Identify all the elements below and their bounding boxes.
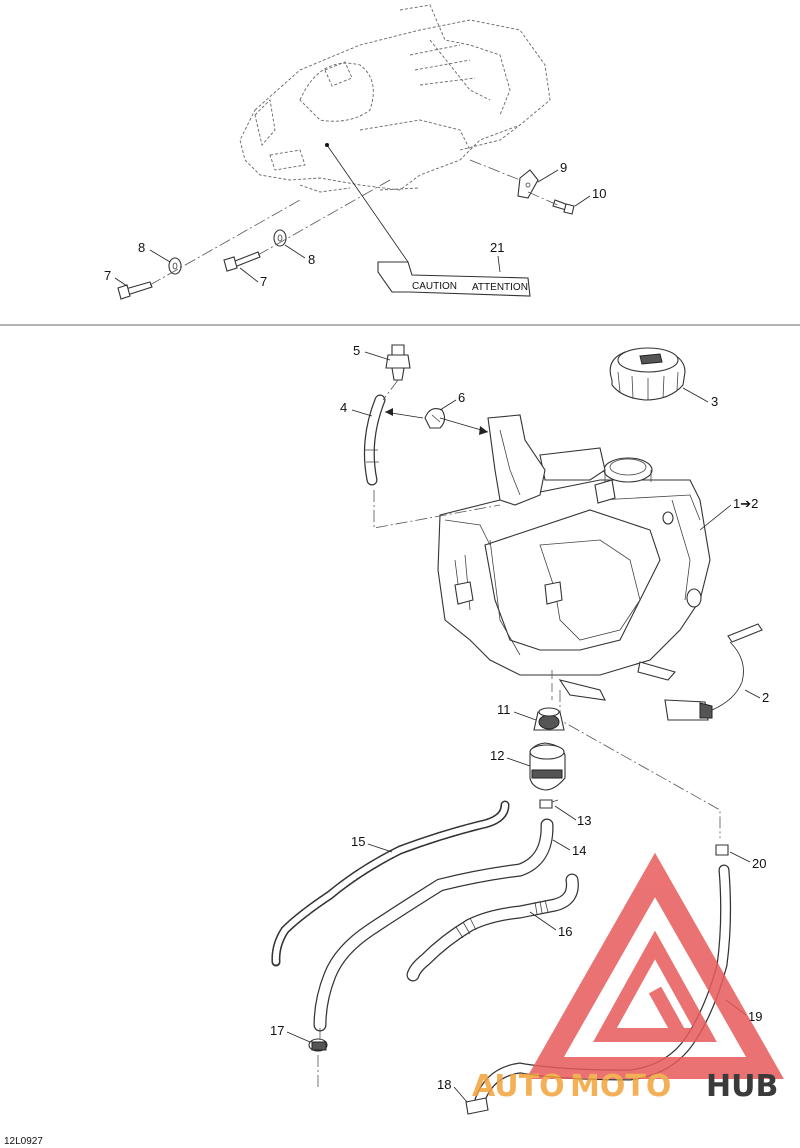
callout-9: 9: [560, 160, 567, 175]
clip-6: [424, 408, 446, 429]
callout-15: 15: [351, 834, 365, 849]
clamp-17: [308, 1038, 328, 1052]
leader-7-right: [239, 267, 259, 283]
axis-4-tank: [373, 490, 501, 529]
leader-5: [364, 351, 391, 361]
axis-line-right: [257, 179, 391, 256]
callout-20: 20: [752, 856, 766, 871]
axis-line-left: [149, 199, 301, 286]
decal-caution-text: CAUTION: [412, 281, 457, 292]
leader-16: [529, 911, 557, 931]
screw-10: [552, 199, 575, 215]
leader-12: [506, 757, 531, 767]
callout-16: 16: [558, 924, 572, 939]
callout-19: 19: [748, 1009, 762, 1024]
hose-4: [363, 394, 386, 486]
leader-14: [552, 839, 571, 851]
callout-5: 5: [353, 343, 360, 358]
leader-18: [453, 1086, 468, 1103]
fuel-cap-3: [609, 347, 686, 401]
arrow-6-tank-head: [479, 426, 488, 435]
clamp-20: [715, 844, 729, 856]
pump-12: [529, 742, 566, 791]
watermark-moto: MOTO: [570, 1069, 671, 1104]
callout-21: 21: [490, 240, 504, 255]
leader-15: [367, 843, 393, 853]
hose-15: [271, 800, 510, 967]
leader-13: [554, 805, 577, 821]
decal-attention-text: ATTENTION: [472, 282, 528, 293]
leader-3: [682, 387, 709, 403]
callout-1: 1➔2: [733, 496, 758, 511]
decal-position-dot: [325, 143, 329, 147]
arrow-6-head: [385, 408, 393, 416]
leader-8-left: [149, 249, 171, 263]
ghost-fuel-tank: [239, 4, 551, 193]
callout-7-left: 7: [104, 268, 111, 283]
callout-2: 2: [762, 690, 769, 705]
clamp-18: [465, 1097, 489, 1115]
hose-14: [313, 818, 554, 1032]
axis-tank-20: [559, 690, 721, 838]
leader-7-left: [114, 277, 128, 287]
bolt-7-right: [223, 251, 261, 272]
sender-2: [664, 623, 763, 721]
watermark-auto: AUTO: [472, 1069, 565, 1104]
decal-leader: [326, 144, 409, 263]
callout-8-left: 8: [138, 240, 145, 255]
callout-18: 18: [437, 1077, 451, 1092]
leader-20: [729, 851, 751, 863]
leader-10: [574, 195, 591, 207]
callout-13: 13: [577, 813, 591, 828]
leader-2: [744, 689, 761, 699]
leader-1: [699, 504, 732, 531]
leader-11: [513, 711, 537, 721]
axis-17: [317, 1028, 321, 1090]
callout-6: 6: [458, 390, 465, 405]
leader-17: [286, 1031, 311, 1043]
callout-8-right: 8: [308, 252, 315, 267]
callout-7-right: 7: [260, 274, 267, 289]
callout-4: 4: [340, 400, 347, 415]
fitting-11: [533, 707, 565, 731]
callout-12: 12: [490, 748, 504, 763]
leader-4: [351, 409, 373, 417]
diagram-code: 12L0927: [4, 1136, 43, 1147]
callout-14: 14: [572, 843, 586, 858]
leader-9: [537, 169, 559, 183]
leader-21: [497, 255, 501, 273]
axis-line-9-10: [469, 159, 561, 207]
callout-11: 11: [497, 702, 511, 717]
automotohub-watermark: AUTO MOTO HUB: [472, 852, 784, 1104]
leader-8-right: [284, 244, 306, 259]
callout-10: 10: [592, 186, 606, 201]
valve-5: [385, 344, 411, 381]
watermark-hub: HUB: [706, 1069, 778, 1104]
hose-16: [406, 873, 579, 982]
axis-5-4: [382, 379, 399, 401]
bolt-7-left: [117, 281, 153, 300]
watermark-triangle-logo: [526, 852, 784, 1079]
decal-21: CAUTION ATTENTION: [377, 261, 531, 297]
washer-8-right: [273, 229, 287, 247]
callout-17: 17: [270, 1023, 284, 1038]
fuel-tank: [437, 414, 711, 701]
washer-8-left: [168, 257, 182, 275]
callout-3: 3: [711, 394, 718, 409]
clip-9: [517, 169, 539, 199]
leader-6: [439, 399, 457, 411]
clamp-13: [539, 799, 559, 809]
